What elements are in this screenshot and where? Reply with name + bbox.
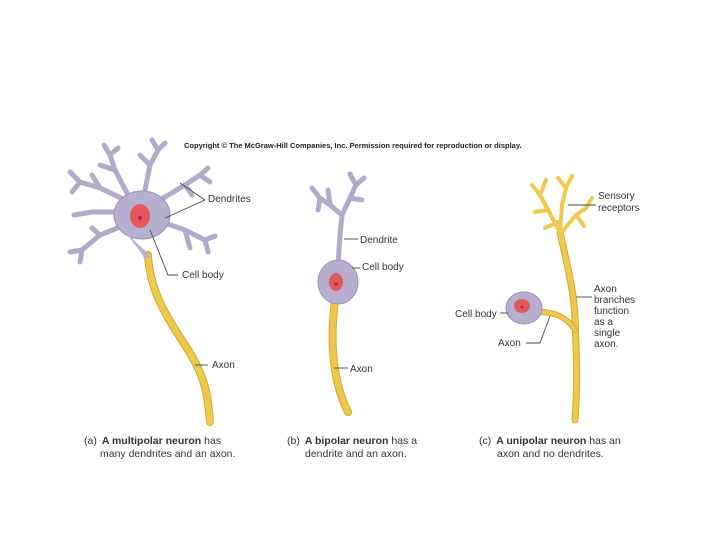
multipolar-dendrites (67, 137, 218, 265)
label-axon-b: Axon (350, 364, 373, 375)
unipolar-axon (537, 228, 581, 424)
label-sensory: Sensory receptors (598, 191, 640, 214)
sensory-receptor-branches (530, 174, 594, 234)
bipolar-neuron: Dendrite Cell body Axon (b)A bipolar neu… (287, 171, 420, 460)
bipolar-nucleus (329, 273, 343, 291)
caption-a: (a)A multipolar neuron has many dendrite… (84, 435, 235, 460)
bipolar-dendrite (309, 171, 367, 268)
label-dendrite-b: Dendrite (360, 235, 398, 246)
label-cell-body-b: Cell body (362, 262, 404, 273)
label-cell-body-a: Cell body (182, 270, 224, 281)
label-axon-branches: Axon branches function as a single axon. (594, 284, 638, 350)
label-axon-c: Axon (498, 338, 521, 349)
label-dendrites: Dendrites (208, 194, 251, 205)
label-axon-a: Axon (212, 360, 235, 371)
multipolar-neuron: Dendrites Cell body Axon (a)A multipolar… (67, 137, 251, 460)
caption-c: (c)A unipolar neuron has an axon and no … (479, 435, 624, 460)
copyright-text: Copyright © The McGraw-Hill Companies, I… (184, 141, 522, 150)
unipolar-neuron: Sensory receptors Cell body Axon Axon br… (455, 174, 640, 460)
caption-b: (b)A bipolar neuron has a dendrite and a… (287, 435, 420, 460)
label-cell-body-c: Cell body (455, 309, 497, 320)
